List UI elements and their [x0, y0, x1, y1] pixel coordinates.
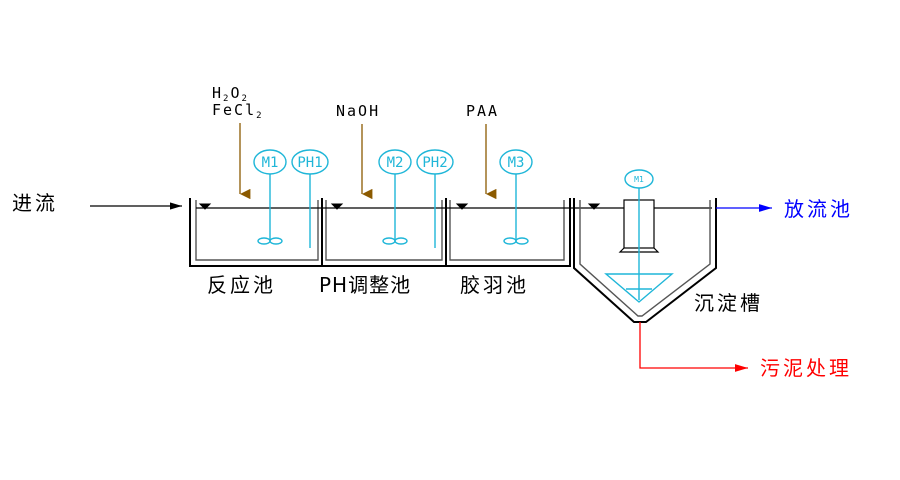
level-marks	[198, 203, 601, 210]
mixer-m2: M2	[378, 149, 412, 245]
flocculation-tank-label: 胶羽池	[460, 273, 529, 297]
sludge-pipe	[639, 322, 748, 372]
dosing-naoh: NaOH	[336, 102, 380, 200]
ph-probe-ph1: PH1	[291, 149, 329, 248]
reaction-tank-label: 反应池	[207, 273, 276, 297]
ph1-label: PH1	[297, 155, 322, 171]
dosing-paa: PAA	[466, 102, 499, 200]
mixer-m3: M3	[499, 149, 533, 245]
sludge-scraper: M1	[604, 169, 674, 303]
sedimentation-tank-label: 沉淀槽	[694, 291, 763, 315]
ph-adjust-tank-label: PH调整池	[319, 273, 411, 297]
paa-label: PAA	[466, 102, 499, 120]
mixer-m1: M1	[253, 149, 287, 245]
inflow-label: 进流	[12, 191, 58, 215]
tank-block	[189, 198, 571, 267]
naoh-label: NaOH	[336, 102, 380, 120]
h2o2-label: H2O2	[212, 84, 249, 104]
sludge-label: 污泥处理	[760, 356, 852, 380]
ph-probe-ph2: PH2	[416, 149, 454, 248]
ph2-label: PH2	[422, 155, 447, 171]
scraper-motor-label: M1	[634, 175, 644, 184]
m1-label: M1	[262, 155, 279, 171]
discharge-label: 放流池	[784, 197, 853, 221]
m2-label: M2	[387, 155, 404, 171]
fecl2-label: FeCl2	[212, 101, 264, 121]
dosing-h2o2-fecl2: H2O2 FeCl2	[212, 84, 264, 200]
m3-label: M3	[508, 155, 525, 171]
